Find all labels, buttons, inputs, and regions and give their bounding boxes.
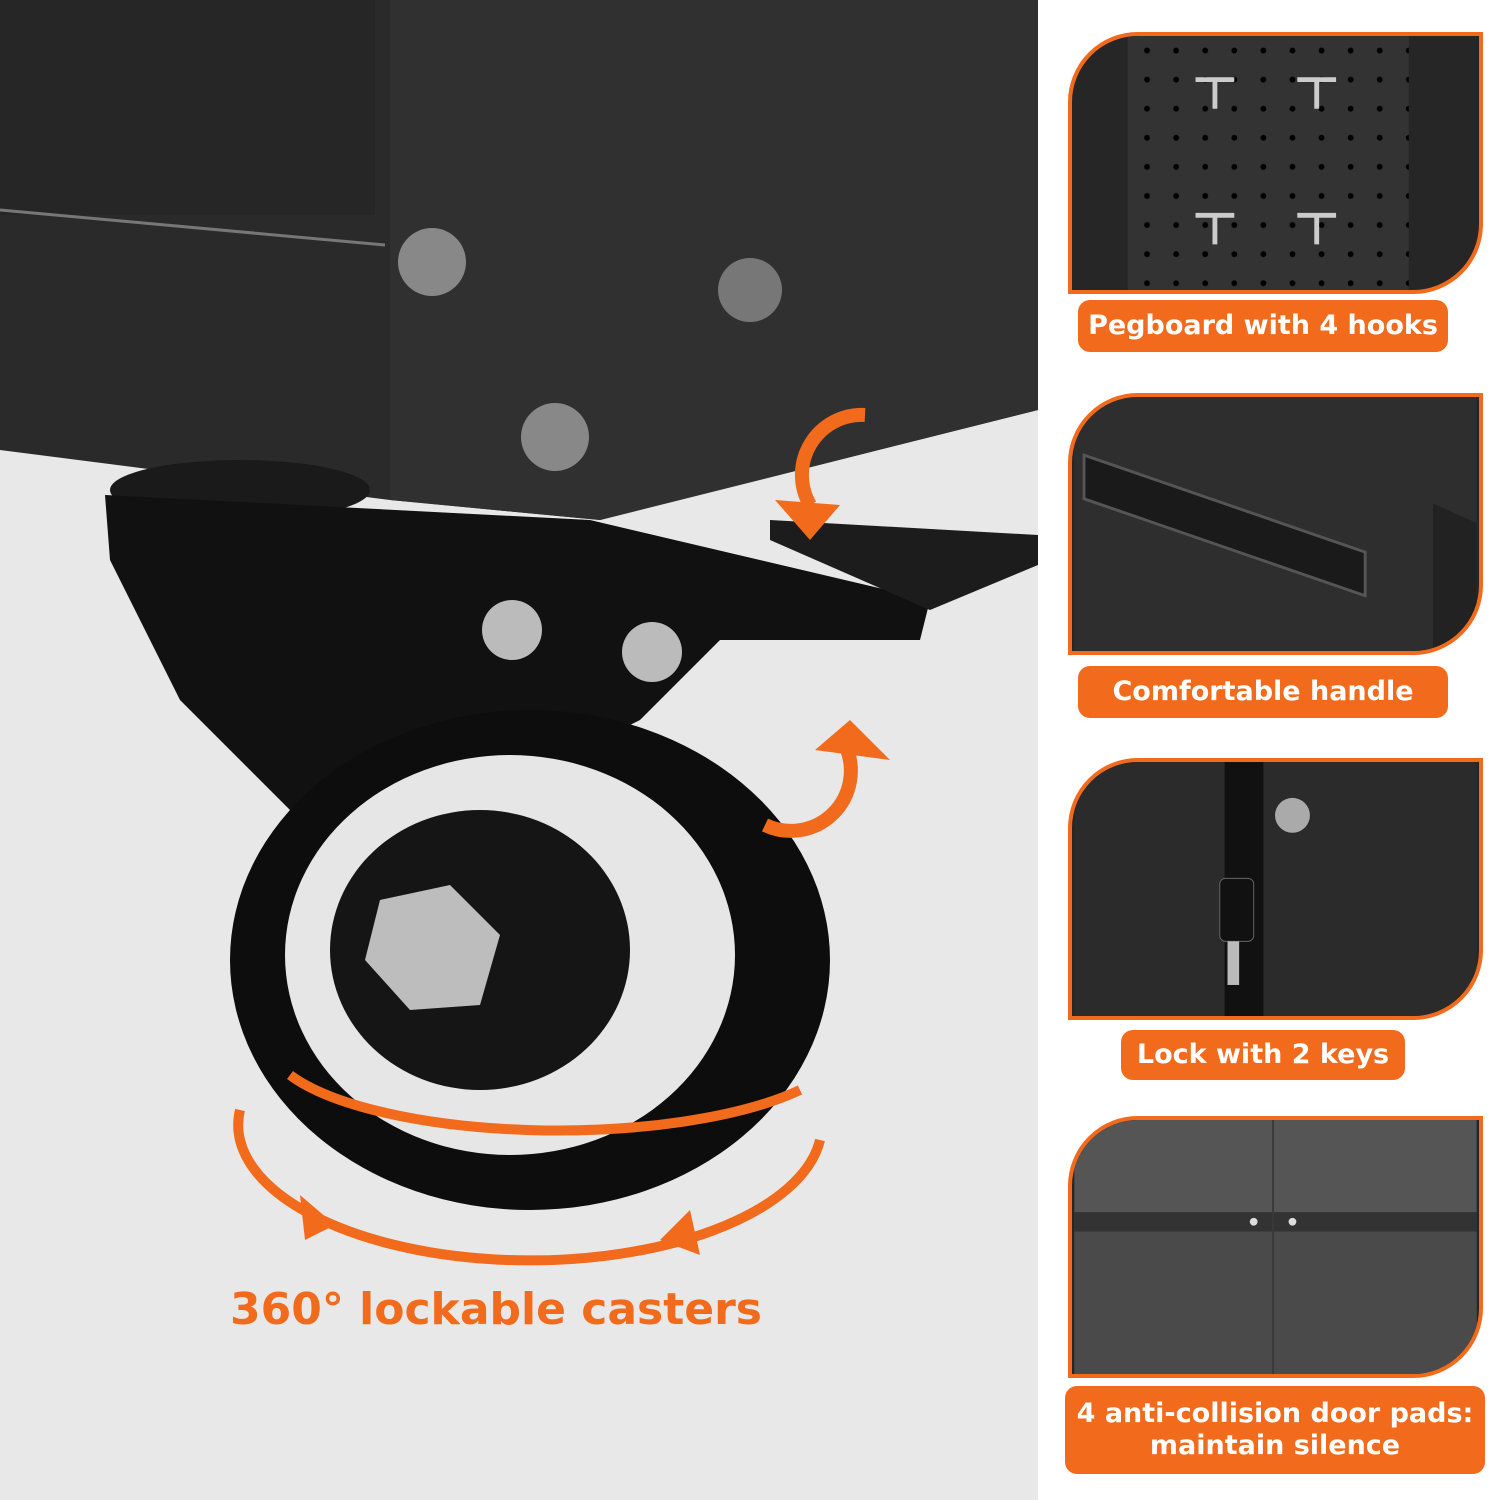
caster-caption: 360° lockable casters [230, 1284, 762, 1335]
caster-illustration [0, 0, 1038, 1266]
lock-image [1068, 758, 1483, 1020]
caster-feature-image: 360° lockable casters [0, 0, 1038, 1500]
feature-label-handle: Comfortable handle [1078, 666, 1448, 718]
feature-label-pegboard: Pegboard with 4 hooks [1078, 300, 1448, 352]
door-pads-image [1068, 1116, 1483, 1378]
feature-label-lock: Lock with 2 keys [1121, 1030, 1405, 1080]
handle-image [1068, 393, 1483, 655]
feature-label-door-pads: 4 anti-collision door pads: maintain sil… [1065, 1386, 1485, 1474]
pegboard-image [1068, 32, 1483, 294]
